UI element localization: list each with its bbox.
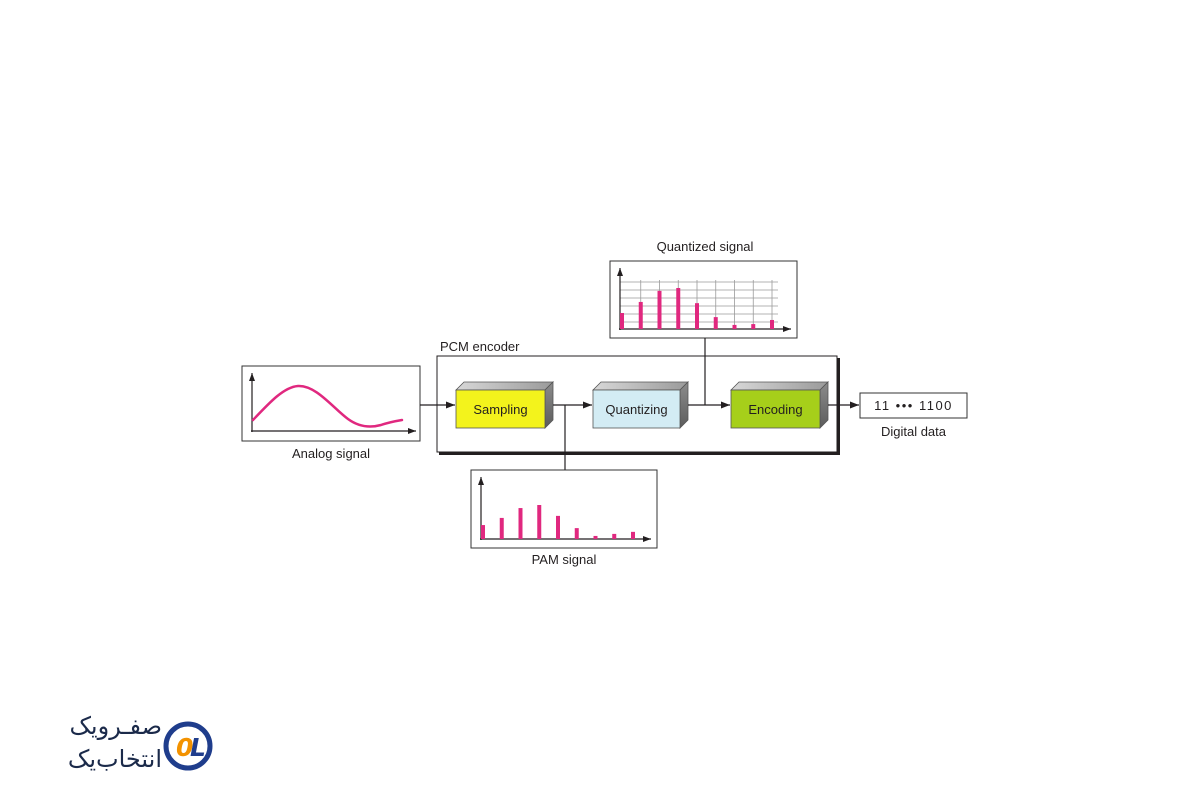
pcm-encoder-container: PCM encoder — [436, 339, 840, 455]
pam-sample-bar — [631, 531, 635, 539]
quantized-sample-bar — [770, 319, 774, 329]
pam-signal-box — [470, 469, 658, 549]
quantized-signal-panel: Quantized signal — [609, 239, 798, 339]
logo-mark-letter: L — [190, 733, 206, 762]
analog-signal-label: Analog signal — [292, 446, 370, 461]
logo-mark: 0 L — [163, 721, 213, 771]
pam-sample-bar — [612, 533, 617, 539]
quantized-sample-bar — [713, 317, 718, 329]
pam-sample-bar — [537, 505, 542, 539]
pam-sample-bar — [499, 517, 504, 539]
pam-sample-bar — [556, 515, 560, 539]
encoding-block: Encoding — [730, 381, 829, 429]
logo-mark-digit: 0 — [176, 733, 193, 762]
quantized-signal-label: Quantized signal — [657, 239, 754, 254]
logo-ring — [163, 721, 213, 771]
quantized-sample-bar — [657, 290, 662, 329]
logo-wordmark-line2: انتخاب‌یک — [67, 745, 162, 773]
sampling-block-top-face — [455, 381, 554, 391]
quantized-sample-bars — [620, 288, 774, 329]
quantized-signal-box — [609, 260, 798, 339]
quantizing-block-label: Quantizing — [605, 402, 667, 417]
sampling-block-front-face — [455, 389, 546, 429]
encoding-block-label: Encoding — [748, 402, 802, 417]
quantizing-block: Quantizing — [592, 381, 689, 429]
pam-sample-bars — [481, 505, 635, 539]
encoding-block-side-face — [819, 381, 829, 429]
pam-signal-label: PAM signal — [532, 552, 597, 567]
encoding-block-front-face — [730, 389, 821, 429]
quantized-sample-bar — [620, 313, 624, 329]
quantizing-block-top-face — [592, 381, 689, 391]
pam-sample-bar — [593, 535, 598, 539]
digital-data-output: 11 ••• 1100 Digital data — [859, 392, 968, 439]
digital-data-value: 11 ••• 1100 — [874, 398, 953, 413]
pam-sample-bar — [481, 525, 485, 539]
quantizing-block-front-face — [592, 389, 681, 429]
digital-data-box — [859, 392, 968, 419]
sampling-block-label: Sampling — [473, 402, 527, 417]
sampling-block: Sampling — [455, 381, 554, 429]
logo-wordmark-line1: صفـرویک — [69, 712, 162, 740]
analog-signal-panel: Analog signal — [241, 365, 421, 461]
quantized-sample-bar — [695, 303, 699, 329]
pcm-encoder-label: PCM encoder — [440, 339, 520, 354]
digital-data-label: Digital data — [881, 424, 947, 439]
sampling-block-side-face — [544, 381, 554, 429]
quantizing-block-side-face — [679, 381, 689, 429]
quantized-sample-bar — [751, 324, 756, 329]
quantized-sample-bar — [638, 301, 643, 329]
quantized-sample-bar — [676, 288, 681, 329]
logo-wordmark: صفـرویک انتخاب‌یک — [28, 710, 162, 776]
analog-signal-curve — [251, 384, 404, 428]
quantized-sample-bar — [732, 324, 737, 329]
encoding-block-top-face — [730, 381, 829, 391]
pam-signal-panel: PAM signal — [470, 469, 658, 567]
pam-sample-bar — [574, 528, 579, 539]
pam-sample-bar — [518, 508, 523, 539]
